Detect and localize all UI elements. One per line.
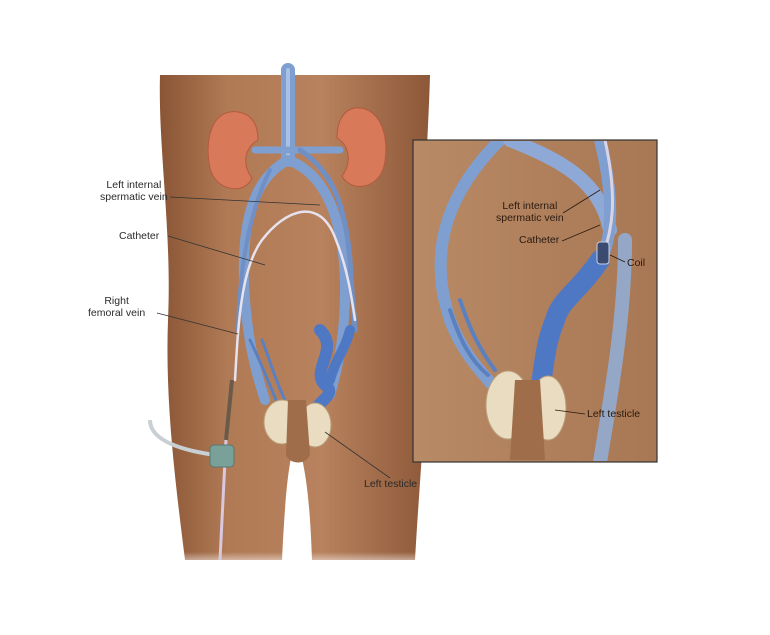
right-kidney xyxy=(207,111,259,190)
inset-label-left-internal-spermatic-vein: Left internal spermatic vein xyxy=(496,200,564,224)
left-kidney xyxy=(336,107,387,187)
label-line: femoral vein xyxy=(88,307,146,319)
coil-icon xyxy=(596,241,610,265)
label-right-femoral-vein: Right femoral vein xyxy=(88,295,145,319)
label-left-internal-spermatic-vein: Left internal spermatic vein xyxy=(100,179,168,203)
inset-label-coil: Coil xyxy=(627,257,646,269)
label-line: Right xyxy=(104,295,129,307)
veins xyxy=(233,63,358,418)
inset-label-left-testicle: Left testicle xyxy=(587,408,641,420)
introducer-sheath xyxy=(148,379,235,561)
label-left-testicle: Left testicle xyxy=(364,478,418,490)
label-line: Left internal xyxy=(502,200,558,212)
label-line: spermatic vein xyxy=(100,191,168,203)
leader-lines xyxy=(156,196,391,479)
label-catheter: Catheter xyxy=(119,230,160,242)
penis xyxy=(286,400,310,463)
inset-view xyxy=(412,139,658,463)
label-line: spermatic vein xyxy=(496,212,564,224)
inset-varicocele xyxy=(530,250,610,400)
inset-label-catheter: Catheter xyxy=(519,234,560,246)
label-line: Left internal xyxy=(106,179,162,191)
catheter xyxy=(233,210,357,382)
